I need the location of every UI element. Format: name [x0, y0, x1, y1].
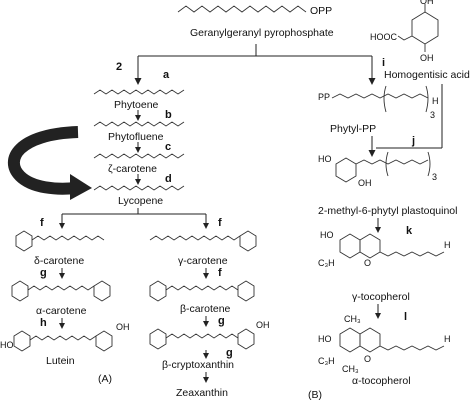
- lutein-ho: HO: [0, 340, 14, 350]
- zeta-carotene-label: ζ-carotene: [108, 163, 157, 175]
- atoc-ho: HO: [318, 334, 332, 344]
- gtoc-o: O: [364, 258, 371, 268]
- ggpp-label: Geranylgeranyl pyrophosphate: [190, 27, 334, 39]
- opp-label: OPP: [310, 5, 332, 17]
- step-k-label: k: [406, 225, 413, 237]
- phytofluene-node: Phytofluene: [93, 121, 185, 143]
- panel-a-label: (A): [98, 373, 112, 385]
- gamma-tocopherol-label: γ-tocopherol: [352, 291, 410, 303]
- gtoc-ho: HO: [320, 230, 334, 240]
- gtoc-c3h: C₃H: [318, 258, 335, 268]
- step-e-curved-arrow: e: [7, 126, 92, 200]
- lycopene-split: f f: [40, 208, 222, 229]
- step-g2-label: g: [218, 315, 225, 327]
- phytoene-label: Phytoene: [114, 99, 159, 111]
- beta-carotene-node: β-carotene: [149, 280, 255, 315]
- lutein-label: Lutein: [46, 355, 75, 367]
- step-j-label: j: [411, 135, 415, 147]
- step-e-label: e: [38, 152, 44, 164]
- step-g1-label: g: [40, 267, 47, 279]
- atoc-h: H: [444, 334, 451, 344]
- hga-cooh: HOOC: [370, 32, 398, 42]
- step-g3-label: g: [226, 347, 233, 359]
- panel-b-label: (B): [308, 389, 322, 401]
- step-c-label: c: [165, 141, 171, 153]
- lutein-node: HO OH Lutein: [0, 322, 130, 367]
- ggpp-split-arrows: 2 a i: [116, 44, 385, 85]
- step-b-label: b: [165, 109, 172, 121]
- cryptoxanthin-oh: OH: [256, 320, 270, 330]
- step-i-label: i: [382, 57, 385, 69]
- mpbq-label: 2-methyl-6-phytyl plastoquinol: [318, 205, 457, 217]
- zeaxanthin-node: Zeaxanthin: [176, 372, 228, 399]
- mpbq-ho: HO: [318, 154, 332, 164]
- mpbq-sub3: 3: [432, 172, 437, 182]
- hga-oh-bottom: OH: [420, 53, 434, 63]
- mpbq-node: HO OH 3 2-methyl-6-phytyl plastoquinol: [318, 151, 457, 217]
- atoc-c3h: C₃H: [318, 356, 335, 366]
- delta-carotene-label: δ-carotene: [34, 255, 84, 267]
- beta-carotene-label: β-carotene: [180, 303, 231, 315]
- atoc-o: O: [364, 354, 371, 364]
- phytoene-node: Phytoene: [93, 89, 185, 111]
- hga-oh-top: OH: [420, 0, 434, 6]
- delta-carotene-node: δ-carotene: [15, 230, 105, 267]
- alpha-tocopherol-node: CH₃ HO C₃H O CH₃ H α-tocopherol: [318, 314, 451, 387]
- gtoc-h: H: [444, 240, 451, 250]
- step-f1-label: f: [40, 217, 44, 229]
- hga-label: Homogentisic acid: [384, 69, 470, 81]
- step-l-label: l: [404, 311, 407, 323]
- homogentisic-acid-structure: OH OH HOOC Homogentisic acid: [370, 0, 470, 81]
- lutein-oh: OH: [116, 322, 130, 332]
- gamma-carotene-label: γ-carotene: [178, 255, 228, 267]
- phytyl-pp-label: Phytyl-PP: [330, 123, 376, 135]
- step-f3-label: f: [218, 267, 222, 279]
- beta-cryptoxanthin-label: β-cryptoxanthin: [162, 359, 234, 371]
- phytyl-pp-node: PP H 3 Phytyl-PP: [318, 85, 439, 135]
- gamma-tocopherol-node: HO C₃H O H γ-tocopherol: [318, 230, 451, 303]
- phytyl-pp-pp: PP: [318, 92, 330, 102]
- step-f2-label: f: [218, 217, 222, 229]
- alpha-carotene-label: α-carotene: [36, 305, 87, 317]
- step-a-label: a: [163, 69, 170, 81]
- atoc-ch3-top: CH₃: [344, 314, 361, 324]
- atoc-ch3-bottom: CH₃: [342, 364, 359, 374]
- alpha-carotene-node: α-carotene: [11, 280, 111, 317]
- zeaxanthin-label: Zeaxanthin: [176, 387, 228, 399]
- phytyl-pp-sub3: 3: [430, 110, 435, 120]
- mpbq-oh: OH: [358, 178, 372, 188]
- beta-cryptoxanthin-node: OH β-cryptoxanthin: [149, 320, 270, 371]
- phytofluene-label: Phytofluene: [108, 131, 164, 143]
- step-2-label: 2: [116, 61, 122, 73]
- ggpp-structure: OPP Geranylgeranyl pyrophosphate: [177, 5, 334, 39]
- lycopene-node: Lycopene: [93, 185, 185, 207]
- step-j-merge: j: [368, 84, 443, 157]
- lycopene-label: Lycopene: [118, 195, 163, 207]
- alpha-tocopherol-label: α-tocopherol: [352, 375, 411, 387]
- step-h-label: h: [40, 317, 47, 329]
- phytyl-pp-h: H: [432, 96, 439, 106]
- step-d-label: d: [165, 173, 172, 185]
- zeta-carotene-node: ζ-carotene: [93, 153, 185, 175]
- gamma-carotene-node: γ-carotene: [149, 230, 257, 267]
